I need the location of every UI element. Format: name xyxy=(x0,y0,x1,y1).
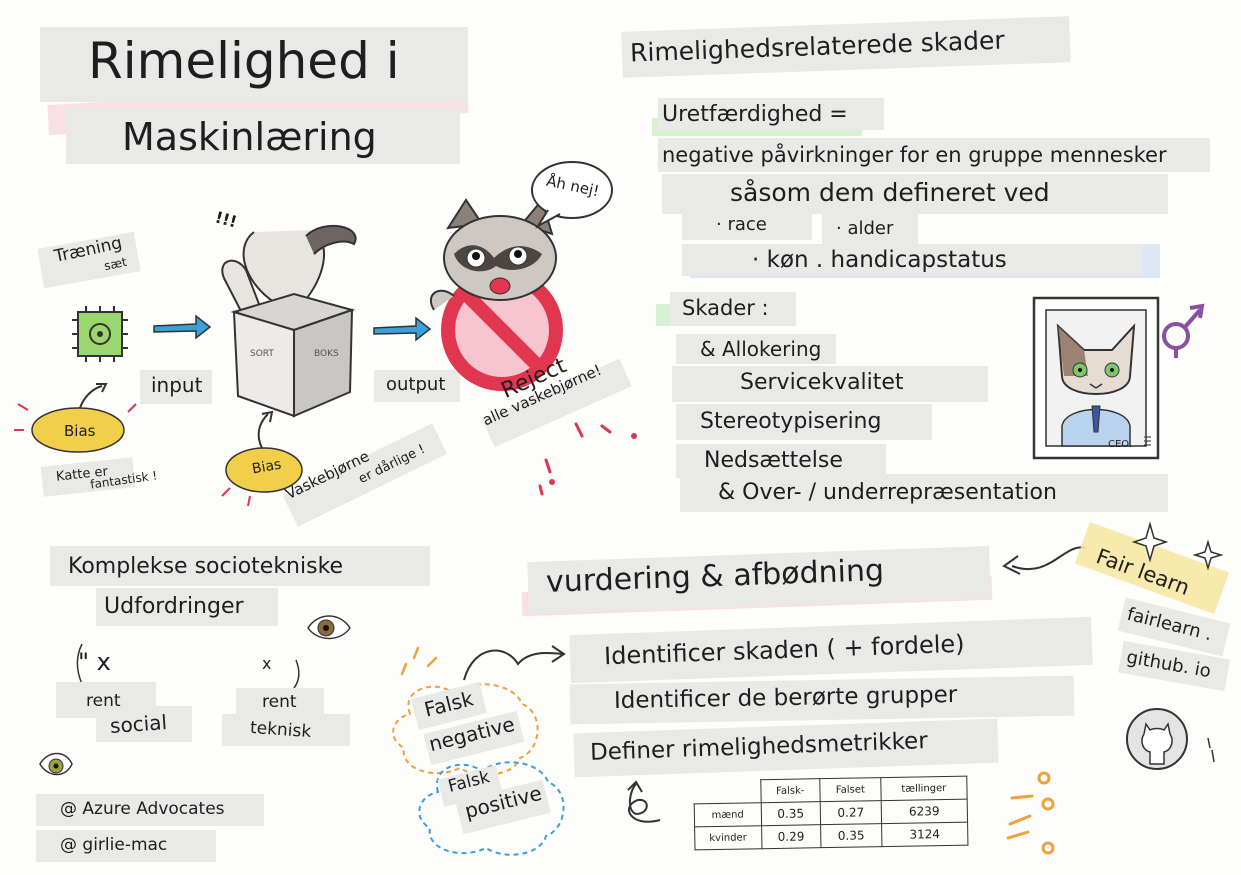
harm-1-tape xyxy=(676,334,836,364)
output-label: output xyxy=(386,374,446,395)
harm-item-3: Stereotypisering xyxy=(700,409,882,434)
github-icon[interactable] xyxy=(1124,706,1190,772)
box-label-sort: SORT xyxy=(250,349,274,359)
unfair-definition: negative påvirkninger for en gruppe menn… xyxy=(662,143,1167,167)
harm-3-tape xyxy=(676,404,932,440)
harm-item-2: Servicekvalitet xyxy=(740,370,904,395)
scale-marks xyxy=(76,643,300,689)
gender-symbol-icon xyxy=(1162,303,1205,358)
orange-sparks xyxy=(400,646,438,676)
black-box-cat-illustration xyxy=(221,224,357,418)
curl-arrow-icon xyxy=(627,780,661,823)
page-title-line1: Rimelighed i xyxy=(88,32,400,90)
metrics-table: Falsk- Falset tællinger mænd 0.35 0.27 6… xyxy=(693,776,968,851)
rent-teknisk-tape-1 xyxy=(236,688,324,718)
table-cell: 0.29 xyxy=(761,824,822,849)
rent-label-1: rent xyxy=(86,691,121,711)
unfair-label: Uretfærdighed = xyxy=(662,102,848,127)
table-cell: 0.27 xyxy=(820,800,882,825)
skader-tape xyxy=(670,292,796,326)
socio-heading-tape-2 xyxy=(96,588,278,626)
table-cell: 6239 xyxy=(880,799,968,824)
socio-heading-tape xyxy=(50,546,430,586)
harm-4-tape xyxy=(676,444,886,478)
table-header-cell: tællinger xyxy=(880,776,968,801)
input-label: input xyxy=(151,373,203,397)
step-2: Identificer de berørte grupper xyxy=(613,682,958,714)
speech-bubble xyxy=(531,161,613,229)
output-tape xyxy=(374,370,460,402)
table-row-group: mænd xyxy=(694,802,762,827)
credit-line-1: @ Azure Advocates xyxy=(60,799,225,819)
title-tape-1 xyxy=(40,27,468,102)
small-marks xyxy=(1207,737,1215,763)
table-row: kvinder 0.29 0.35 3124 xyxy=(694,822,968,850)
check-right: x xyxy=(262,654,272,673)
table-header-empty xyxy=(694,780,761,804)
socio-heading-2: Udfordringer xyxy=(104,594,244,619)
arrow-right-icon-2 xyxy=(373,316,432,342)
attr-race-tape xyxy=(682,210,812,240)
rent-teknisk-tape-2 xyxy=(222,714,350,746)
attr-age: · alder xyxy=(836,218,894,239)
table-header-cell: Falset xyxy=(819,777,881,802)
harm-item-1: & Allokering xyxy=(700,337,822,361)
arrow-curved-icon xyxy=(463,645,566,681)
harm-5-tape xyxy=(680,474,1168,512)
skader-label: Skader : xyxy=(682,296,769,320)
table-cell: 0.35 xyxy=(760,801,821,826)
harm-2-tape xyxy=(672,366,988,402)
credit-line-2: @ girlie-mac xyxy=(60,835,168,855)
attr-gender-tape xyxy=(682,244,1142,276)
defined-by-tape xyxy=(662,174,1168,214)
ceo-cat-portrait xyxy=(1032,296,1160,460)
teknisk-label: teknisk xyxy=(249,717,312,743)
red-exclamation-marks xyxy=(538,422,637,496)
attr-age-tape xyxy=(822,214,918,244)
defined-by: såsom dem defineret ved xyxy=(730,178,1050,207)
arrow-left-curved-icon xyxy=(1002,546,1087,575)
box-label-boks: BOKS xyxy=(314,349,339,359)
unfair-def-tape xyxy=(658,138,1210,172)
credit-tape-2 xyxy=(36,830,216,862)
bias-blob-1 xyxy=(14,383,137,453)
metrics-table-wrap: Falsk- Falset tællinger mænd 0.35 0.27 6… xyxy=(693,776,968,865)
chip-icon xyxy=(72,306,128,362)
social-label: social xyxy=(109,710,168,738)
ceo-label: CEO. xyxy=(1108,439,1132,450)
table-row-group: kvinder xyxy=(694,825,762,850)
page-title-line2: Maskinlæring xyxy=(122,115,377,159)
rent-social-tape-2 xyxy=(96,706,192,742)
table-header-cell: Falsk- xyxy=(760,778,821,803)
check-left: " x xyxy=(78,648,111,676)
table-cell: 3124 xyxy=(881,822,968,847)
frame-marks: !!! xyxy=(1141,434,1153,448)
socio-heading-1: Komplekse sociotekniske xyxy=(68,554,344,579)
title-tape-2 xyxy=(66,108,460,164)
harm-item-4: Nedsættelse xyxy=(704,448,843,473)
bias-label-1: Bias xyxy=(64,422,96,440)
credit-tape-1 xyxy=(36,794,264,826)
rent-label-2: rent xyxy=(262,692,297,712)
input-tape xyxy=(140,370,212,404)
sparkle-icon xyxy=(1131,521,1224,571)
table-cell: 0.35 xyxy=(820,823,882,848)
attr-race: · race xyxy=(716,214,767,235)
unfair-tape xyxy=(658,98,884,130)
arrow-right-icon-1 xyxy=(153,314,212,340)
eye-icon-2 xyxy=(39,752,73,776)
attr-gender: · køn . handicapstatus xyxy=(752,247,1007,273)
bias-blob-2 xyxy=(221,410,303,507)
harm-item-5: & Over- / underrepræsentation xyxy=(718,480,1057,505)
eye-icon-1 xyxy=(307,615,351,640)
orange-marks xyxy=(1006,771,1055,855)
